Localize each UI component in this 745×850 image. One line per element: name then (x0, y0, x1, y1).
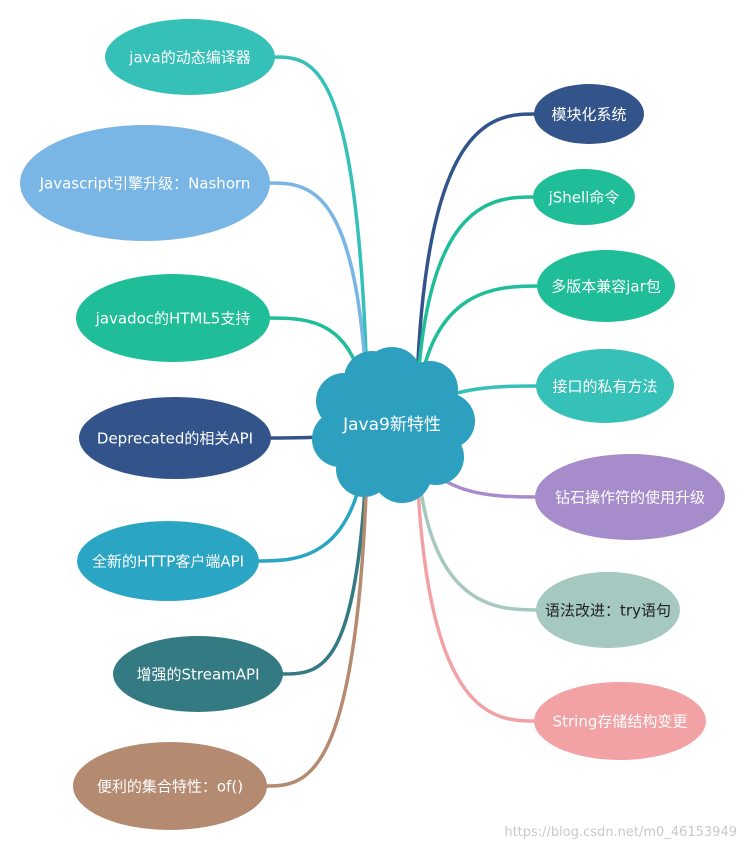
right-node-2-label: jShell命令 (548, 189, 620, 207)
left-link-7 (263, 465, 369, 788)
right-node-1[interactable]: 模块化系统 (534, 84, 644, 144)
left-node-7[interactable]: 便利的集合特性：of() (73, 742, 267, 830)
left-node-5-label: 全新的HTTP客户端API (92, 553, 244, 571)
right-node-2-shape (533, 169, 635, 225)
right-node-3[interactable]: 多版本兼容jar包 (537, 250, 675, 322)
left-node-1[interactable]: java的动态编译器 (105, 19, 275, 95)
right-node-5-label: 钻石操作符的使用升级 (555, 489, 705, 507)
right-node-7-label: String存储结构变更 (553, 713, 688, 731)
left-node-3-label: javadoc的HTML5支持 (95, 310, 251, 328)
right-link-2 (415, 195, 537, 399)
left-node-6-label: 增强的StreamAPI (136, 666, 259, 684)
left-node-4-shape (79, 397, 271, 479)
right-node-5-shape (535, 454, 725, 540)
watermark-text: https://blog.csdn.net/m0_46153949 (504, 825, 737, 840)
topic-nodes: java的动态编译器 Javascript引擎升级：Nashorn javadoc的… (20, 19, 725, 830)
left-node-4[interactable]: Deprecated的相关API (79, 397, 271, 479)
left-node-2[interactable]: Javascript引擎升级：Nashorn (20, 125, 270, 241)
right-node-6[interactable]: 语法改进：try语句 (536, 572, 680, 648)
right-node-1-shape (534, 84, 644, 144)
right-link-1 (415, 112, 538, 385)
left-node-5[interactable]: 全新的HTTP客户端API (77, 521, 259, 601)
right-node-7-shape (534, 682, 706, 760)
cloud-core (334, 379, 450, 471)
right-node-4-label: 接口的私有方法 (552, 378, 657, 396)
left-node-7-label: 便利的集合特性：of() (97, 778, 243, 796)
right-link-6 (415, 451, 540, 612)
left-node-6[interactable]: 增强的StreamAPI (113, 636, 283, 712)
left-link-6 (279, 451, 369, 676)
right-node-6-shape (536, 572, 680, 648)
left-node-4-label: Deprecated的相关API (97, 430, 253, 448)
left-node-1-shape (105, 19, 275, 95)
right-node-4-shape (536, 349, 674, 423)
right-node-7[interactable]: String存储结构变更 (534, 682, 706, 760)
left-node-5-shape (77, 521, 259, 601)
right-node-1-label: 模块化系统 (551, 106, 626, 124)
left-node-7-shape (73, 742, 267, 830)
left-link-2 (266, 181, 369, 399)
left-node-1-label: java的动态编译器 (128, 49, 250, 67)
left-node-3-shape (76, 274, 270, 362)
left-node-2-shape (20, 125, 270, 241)
left-node-6-shape (113, 636, 283, 712)
right-node-3-shape (537, 250, 675, 322)
center-node[interactable]: Java9新特性 (312, 347, 475, 503)
left-link-1 (271, 55, 369, 385)
left-node-2-label: Javascript引擎升级：Nashorn (39, 175, 251, 193)
right-node-5[interactable]: 钻石操作符的使用升级 (535, 454, 725, 540)
right-link-7 (415, 465, 538, 723)
left-node-3[interactable]: javadoc的HTML5支持 (76, 274, 270, 362)
right-node-4[interactable]: 接口的私有方法 (536, 349, 674, 423)
right-node-3-label: 多版本兼容jar包 (551, 278, 661, 296)
center-label: Java9新特性 (342, 415, 441, 435)
right-node-6-label: 语法改进：try语句 (545, 602, 671, 620)
right-node-2[interactable]: jShell命令 (533, 169, 635, 225)
